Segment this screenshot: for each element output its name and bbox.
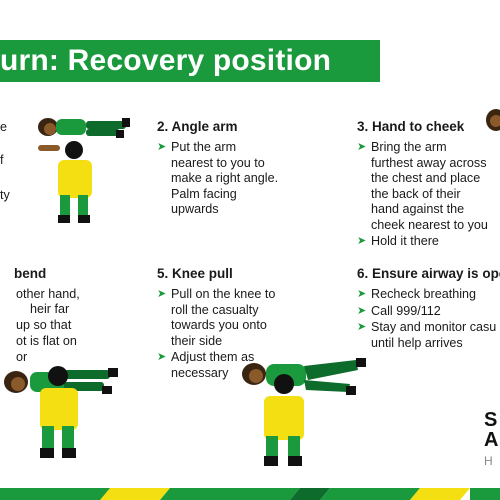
step5-illustration	[242, 358, 366, 466]
page-title: urn: Recovery position	[0, 44, 332, 77]
step1-text-fragment: ty	[0, 188, 10, 202]
step5-bullet: Pull on the knee to roll the casualty to…	[157, 287, 289, 349]
step-angle-arm: 2. Angle arm Put the arm nearest to you …	[157, 119, 307, 219]
step4-title-fragment: bend	[14, 266, 47, 281]
step1-text-fragment: f	[0, 153, 4, 167]
step5-bullet: Adjust them as necessary	[157, 350, 271, 381]
step4-text-fragment: heir far	[30, 302, 70, 316]
step6-title: 6. Ensure airway is ope	[357, 266, 500, 281]
step3-bullet: Bring the arm furthest away across the c…	[357, 140, 489, 233]
footer-stripe	[0, 484, 500, 500]
step6-bullet: Stay and monitor casu until help arrives	[357, 320, 499, 351]
step1-text-fragment: e	[0, 120, 8, 134]
step1-illustration	[38, 118, 130, 223]
organisation-logo: S A H	[484, 410, 500, 472]
logo-letter: A	[484, 429, 499, 451]
step-hand-to-cheek: 3. Hand to cheek Bring the arm furthest …	[357, 119, 500, 251]
title-banner: urn: Recovery position	[0, 40, 380, 82]
step4-text-fragment: or	[16, 350, 28, 364]
step-knee-pull: 5. Knee pull Pull on the knee to roll th…	[157, 266, 307, 382]
step3-bullet: Hold it there	[357, 234, 500, 250]
logo-letter: H	[484, 454, 493, 468]
step-ensure-airway: 6. Ensure airway is ope Recheck breathin…	[357, 266, 500, 352]
step6-bullet: Call 999/112	[357, 304, 500, 320]
step2-title: 2. Angle arm	[157, 119, 238, 134]
step4-text-fragment: other hand,	[16, 287, 80, 301]
step4-illustration	[4, 366, 118, 458]
step6-bullet: Recheck breathing	[357, 287, 500, 303]
step3-title: 3. Hand to cheek	[357, 119, 465, 134]
step3-illustration	[486, 109, 500, 131]
step2-bullet: Put the arm nearest to you to make a rig…	[157, 140, 281, 218]
logo-letter: S	[484, 409, 498, 431]
step5-title: 5. Knee pull	[157, 266, 233, 281]
step4-text-fragment: up so that	[16, 318, 72, 332]
step4-text-fragment: ot is flat on	[16, 334, 77, 348]
